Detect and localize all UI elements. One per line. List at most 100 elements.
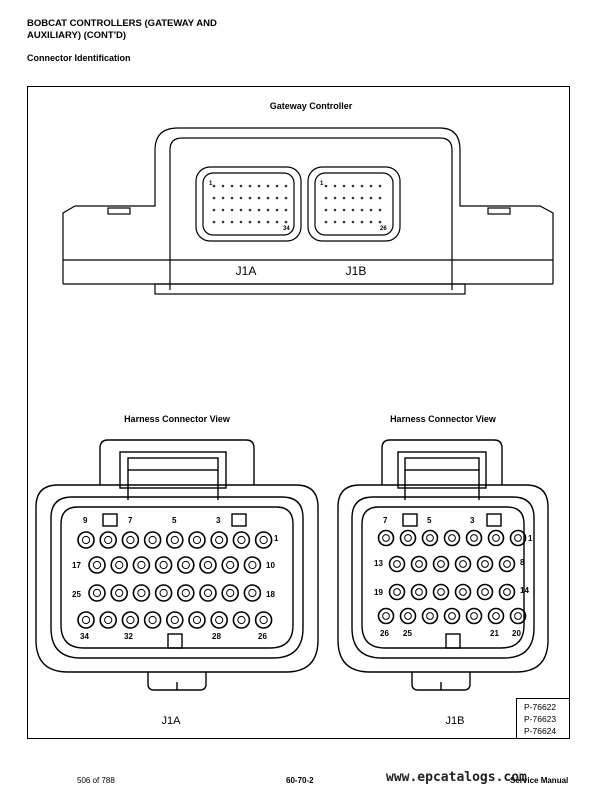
small-pin [266,196,270,200]
j1b-pin-label: 5 [427,516,432,525]
pin-socket [232,611,251,629]
small-pin [275,196,279,200]
pin-socket-inner [382,534,390,542]
small-pin [266,208,270,212]
pin-socket-inner [404,612,412,620]
pin-socket-inner [170,535,179,545]
pin-socket-inner [481,560,489,568]
small-pin [221,184,225,188]
pin-socket-inner [137,560,146,570]
pin-socket [143,531,162,549]
j1b-pin-label: 8 [520,558,525,567]
pin-socket [509,529,527,547]
reference-box [516,698,570,739]
j1a-pin-label: 17 [72,561,81,570]
small-pin [342,196,346,200]
small-pin [351,220,355,224]
gateway-controller-drawing: Gateway Controller [62,101,554,295]
pin-socket [487,529,505,547]
pin-socket-inner [382,612,390,620]
pin-socket-inner [159,588,168,598]
pin-socket [410,555,428,573]
small-j1b-pin1: 1 [320,181,324,187]
small-pin [342,220,346,224]
harness-j1a-drawing [35,439,319,691]
small-pin [351,184,355,188]
pin-socket-inner [81,535,91,545]
pin-socket-inner [126,615,135,625]
gateway-j1a-label: J1A [236,264,257,278]
j1a-pin-label: 1 [274,534,279,543]
pin-socket [388,555,406,573]
small-pin [257,196,261,200]
pin-socket-inner [215,615,224,625]
pin-socket [454,555,472,573]
pin-socket [177,556,195,574]
j1b-pin-label: 19 [374,588,383,597]
page-title-line1: BOBCAT CONTROLLERS (GATEWAY AND [27,18,217,29]
pin-socket-inner [426,612,434,620]
pin-socket-inner [115,560,124,570]
j1a-pin-label: 9 [83,516,88,525]
pin-socket-inner [459,560,467,568]
small-pin [212,208,216,212]
small-pin [351,196,355,200]
pin-socket [399,607,417,625]
harness-j1b-pin-grid [377,529,527,625]
pin-socket-inner [126,535,135,545]
pin-socket-inner [248,560,257,570]
pin-socket-inner [237,615,246,625]
pin-socket [210,531,228,549]
bottom-j1b-label: J1B [446,715,465,727]
small-pin [266,220,270,224]
pin-socket [254,531,273,549]
j1a-pin-label: 28 [212,632,221,641]
pin-socket [421,529,439,547]
pin-socket [454,583,472,601]
pin-socket [77,531,95,549]
gateway-j1a-pin-grid [212,184,288,224]
small-pin [369,184,373,188]
j1b-pin-label: 3 [470,516,475,525]
pin-socket [432,555,450,573]
j1b-pin-label: 1 [528,534,533,543]
j1a-pin-label: 18 [266,590,275,599]
pin-socket [476,583,494,601]
pin-socket [88,584,106,602]
page-counter: 506 of 788 [77,776,115,785]
pin-socket-inner [92,588,102,598]
pin-socket-inner [514,534,522,542]
small-pin [333,208,337,212]
small-pin [342,208,346,212]
pin-socket [377,529,395,547]
small-pin [257,208,261,212]
pin-socket [121,611,140,629]
pin-socket-inner [215,535,224,545]
harness-title-left: Harness Connector View [124,414,231,424]
section-number: 60-70-2 [286,776,314,785]
reference-number: P-76622 [524,702,557,712]
pin-socket [99,611,117,629]
pin-socket-inner [492,534,500,542]
pin-socket-inner [159,560,168,570]
small-pin [333,220,337,224]
j1b-pin-label: 14 [520,586,529,595]
pin-socket [465,607,483,625]
j1b-pin-label: 25 [403,629,412,638]
pin-socket [232,531,251,549]
small-pin [360,184,364,188]
pin-socket-inner [415,560,423,568]
small-j1a-pin1: 1 [209,181,213,187]
pin-socket-inner [470,612,478,620]
figure-frame [27,86,570,739]
pin-socket [166,531,184,549]
pin-socket-inner [148,535,157,545]
reference-number: P-76624 [524,726,557,736]
pin-socket-inner [259,615,268,625]
pin-socket [166,611,184,629]
pin-socket-inner [448,612,456,620]
small-pin [212,220,216,224]
pin-socket [110,556,128,574]
page-title-line2: AUXILIARY) (CONT'D) [27,30,127,41]
